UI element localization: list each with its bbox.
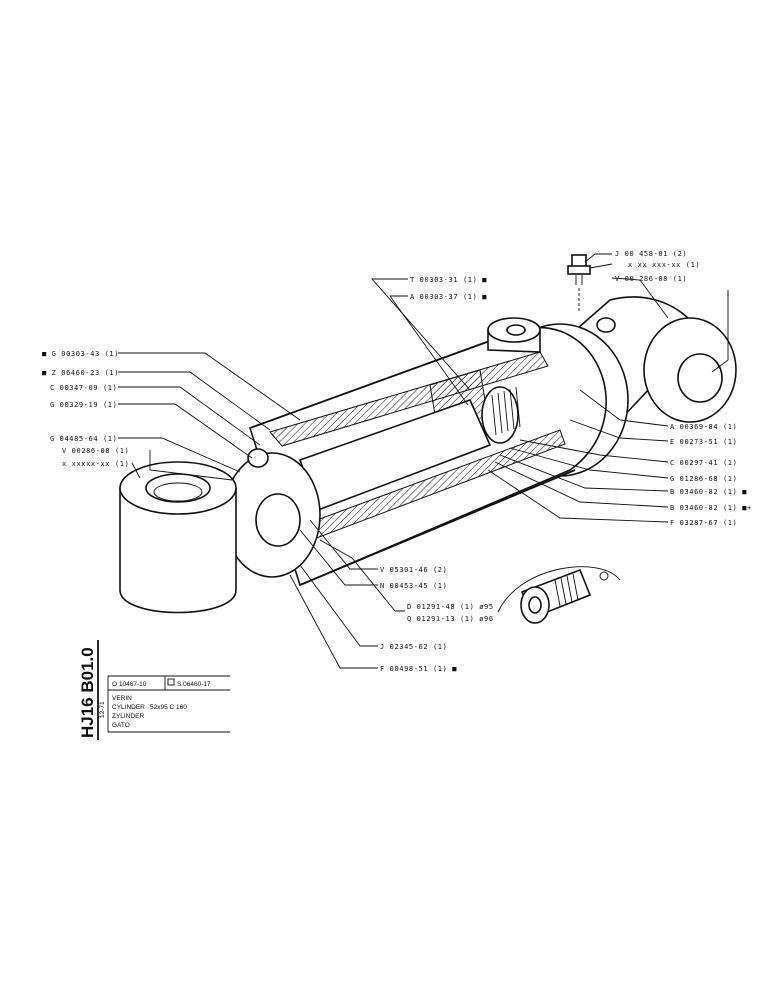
labels-bottom: V 05301-46 (2) N 00453-45 (1) D 01291-48… bbox=[380, 566, 494, 673]
name-de: ZYLINDER bbox=[112, 713, 144, 720]
label-r5: A 00303-37 (1) ■ bbox=[410, 293, 487, 301]
label-r10: B 03460-82 (1) ■ bbox=[670, 488, 747, 496]
name-en: CYLINDER bbox=[112, 704, 145, 711]
label-b3: D 01291-48 (1) ø95 bbox=[407, 603, 494, 611]
label-r12: F 03287-67 (1) bbox=[670, 519, 737, 527]
name-es: GATO bbox=[112, 722, 130, 729]
label-l6: V 00286-08 (1) bbox=[62, 447, 129, 455]
rod-eye-hole bbox=[145, 473, 211, 503]
ref-alt: S 06460-17 bbox=[177, 681, 211, 688]
label-b5: J 02345-62 (1) bbox=[380, 643, 447, 651]
gland-inner bbox=[255, 493, 301, 547]
labels-left: ■ G 00303-43 (1) ■ Z 06460-23 (1) C 0034… bbox=[42, 350, 129, 468]
rod-eye-body bbox=[119, 487, 237, 614]
rear-eye-inner bbox=[677, 353, 723, 403]
label-b2: N 00453-45 (1) bbox=[380, 582, 447, 590]
label-l5: G 04485-64 (1) bbox=[50, 435, 117, 443]
cylinder-assembly bbox=[119, 296, 737, 614]
label-r8: C 00297-41 (1) bbox=[670, 459, 737, 467]
label-b1: V 05301-46 (2) bbox=[380, 566, 447, 574]
label-l1: ■ G 00303-43 (1) bbox=[42, 350, 119, 358]
label-b4: Q 01291-13 (1) ø96 bbox=[407, 615, 494, 623]
ref-main: O 10467-10 bbox=[112, 681, 147, 688]
port-hole bbox=[506, 324, 526, 336]
rear-pin-hole bbox=[596, 317, 616, 333]
title-block: HJ16 B01.0 12-71 O 10467-10 S 06460-17 V… bbox=[78, 640, 230, 740]
label-r11: B 03460-82 (1) ■+ bbox=[670, 504, 752, 512]
labels-right: J 00 458-01 (2) x xx xxx-xx (1) V 00 286… bbox=[410, 250, 752, 527]
leader-lines bbox=[118, 253, 729, 669]
label-l2: ■ Z 06460-23 (1) bbox=[42, 369, 119, 377]
grease-nipple-side bbox=[247, 448, 269, 468]
label-r2: x xx xxx-xx (1) bbox=[628, 261, 700, 269]
label-r7: E 00273-51 (1) bbox=[670, 438, 737, 446]
label-r1: J 00 458-01 (2) bbox=[615, 250, 687, 258]
spec: 52x95 C 160 bbox=[150, 704, 187, 711]
name-fr: VERIN bbox=[112, 695, 132, 702]
drawing-code: HJ16 B01.0 bbox=[78, 647, 97, 738]
label-b6: F 00498-51 (1) ■ bbox=[380, 665, 457, 673]
label-r3: V 00 286-08 (1) bbox=[615, 275, 687, 283]
rod-eye-bore bbox=[153, 482, 203, 502]
thread-detail bbox=[491, 386, 521, 436]
label-r4: T 00303-31 (1) ■ bbox=[410, 276, 487, 284]
label-l4: G 00329-19 (1) bbox=[50, 401, 117, 409]
drawing-date: 12-71 bbox=[99, 701, 106, 718]
label-l7: x xxxxx-xx (1) bbox=[62, 460, 129, 468]
grease-nipple bbox=[567, 254, 591, 312]
detail-threaded-fitting bbox=[497, 566, 621, 624]
label-l3: C 00347-09 (1) bbox=[50, 384, 117, 392]
label-r6: A 00369-84 (1) bbox=[670, 423, 737, 431]
label-r9: G 01286-68 (1) bbox=[670, 475, 737, 483]
